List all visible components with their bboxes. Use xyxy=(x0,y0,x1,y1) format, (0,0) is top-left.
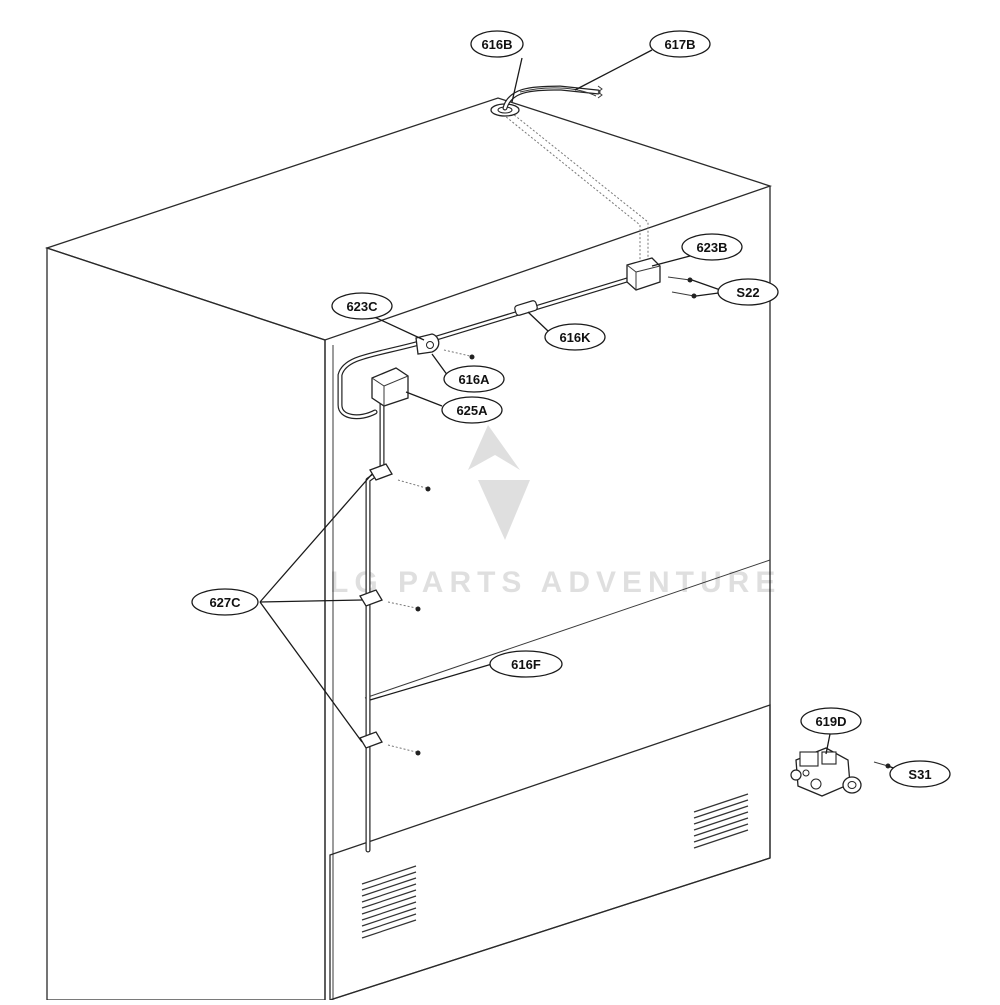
callout-S31: S31 xyxy=(889,760,951,788)
refrigerator-cabinet xyxy=(44,97,773,1001)
part-625A-filter-head xyxy=(371,367,409,407)
svg-text:616F: 616F xyxy=(511,657,541,672)
svg-text:S22: S22 xyxy=(736,285,759,300)
svg-text:616B: 616B xyxy=(481,37,512,52)
svg-text:623C: 623C xyxy=(346,299,378,314)
callout-S22: S22 xyxy=(717,278,779,306)
callout-627C: 627C xyxy=(191,588,259,616)
rear-vent-right xyxy=(693,793,749,849)
rear-vent-left xyxy=(361,865,417,939)
callout-616A: 616A xyxy=(443,365,505,393)
svg-text:S31: S31 xyxy=(908,767,931,782)
clamp-627C-lower xyxy=(359,731,421,756)
callout-616F: 616F xyxy=(489,650,563,678)
clamp-627C-upper xyxy=(369,463,431,492)
callout-623C: 623C xyxy=(331,292,393,320)
svg-text:616K: 616K xyxy=(559,330,591,345)
callout-623B: 623B xyxy=(681,233,743,261)
callout-616K: 616K xyxy=(544,323,606,351)
part-623B-bracket xyxy=(626,257,661,291)
callout-616B: 616B xyxy=(470,30,524,58)
watermark-text: LG PARTS ADVENTURE xyxy=(330,566,781,599)
watermark: LG PARTS ADVENTURE xyxy=(330,425,781,599)
leader-lines xyxy=(259,49,905,773)
svg-text:627C: 627C xyxy=(209,595,241,610)
svg-text:617B: 617B xyxy=(664,37,695,52)
screws-S22 xyxy=(667,276,697,299)
callout-619D: 619D xyxy=(800,707,862,735)
clamp-627C-middle xyxy=(359,589,421,612)
svg-text:625A: 625A xyxy=(456,403,488,418)
part-619D-water-valve xyxy=(790,747,862,797)
screw-S31 xyxy=(873,761,891,769)
callout-617B: 617B xyxy=(649,30,711,58)
callout-625A: 625A xyxy=(441,396,503,424)
svg-text:616A: 616A xyxy=(458,372,490,387)
svg-text:623B: 623B xyxy=(696,240,727,255)
part-616K-union xyxy=(514,300,538,316)
svg-text:619D: 619D xyxy=(815,714,846,729)
